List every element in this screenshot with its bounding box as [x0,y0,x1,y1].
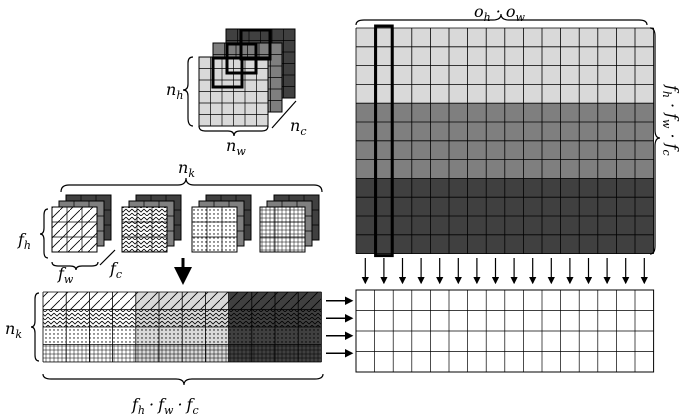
num-kernels-label: nk [178,158,195,180]
svg-text:nc: nc [290,116,306,138]
input-tensor [182,28,297,137]
kernel-matrix-width-brace [42,373,324,386]
patch-size-brace [649,27,661,255]
kernel-height-brace [39,208,49,259]
bottom-patch-size-label: fh·fw·fc [131,395,199,417]
kernel-1 [51,194,112,253]
svg-text:oh·ow: oh·ow [474,2,525,24]
output-size-label: oh·ow [474,2,525,24]
kernel-width-brace [51,261,99,271]
svg-text:fh: fh [17,230,31,252]
svg-text:nw: nw [226,136,246,158]
kernel-rows-label: nk [5,319,22,341]
svg-text:nh: nh [166,80,183,102]
kernel-3 [191,194,252,253]
svg-text:nk: nk [178,158,195,180]
svg-text:fh·fw·fc: fh·fw·fc [131,395,199,417]
kernel-channels-label: fc [109,259,122,281]
num-kernels-brace [60,177,323,193]
receptive-field-back [239,28,272,61]
kernel-channel-front [51,206,98,253]
patch-matrix [355,13,661,285]
kernel-matrix [30,291,354,386]
input-channel-front [198,56,269,127]
patch-size-label: fh·fw·fc [660,84,682,156]
svg-text:fw: fw [57,264,74,286]
input-height-label: nh [166,80,183,102]
kernel-channel-front [191,206,238,253]
kernel-width-label: fw [57,264,74,286]
input-width-label: nw [226,136,246,158]
kernel-height-label: fh [17,230,31,252]
kernel-channels-brace [99,249,116,266]
kernel-channel-front [121,206,168,253]
svg-text:fc: fc [109,259,122,281]
svg-text:nk: nk [5,319,22,341]
kernel-channel-front [259,206,306,253]
input-channels-label: nc [290,116,306,138]
input-height-brace [182,56,194,127]
kernel-4 [259,194,320,253]
kernel-2 [121,194,182,253]
output-size-brace [355,13,648,26]
svg-text:fh·fw·fc: fh·fw·fc [660,84,682,156]
kernel-rows-brace [30,292,40,362]
output-grid [355,289,655,373]
input-channels-brace [271,100,297,129]
input-width-brace [198,125,269,137]
highlighted-patch-column [374,24,394,258]
kernel-set [39,177,323,285]
output-matrix [355,289,655,373]
